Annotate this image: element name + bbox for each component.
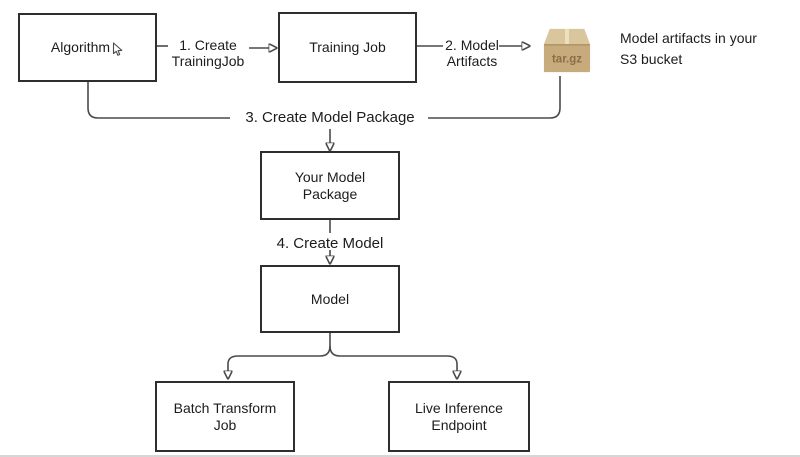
connector-to-batch-transform <box>228 345 331 371</box>
node-algorithm: Algorithm <box>18 13 157 82</box>
node-your-model-package: Your Model Package <box>260 151 400 220</box>
edge-label-create-model: 4. Create Model <box>276 235 384 252</box>
edge-label-create-training-job: 1. Create TrainingJob <box>171 37 245 69</box>
tar-gz-package-icon: tar.gz <box>543 28 591 73</box>
node-training-job-label: Training Job <box>309 39 386 55</box>
node-model-label: Model <box>310 290 350 307</box>
edge-label-model-artifacts: 2. Model Artifacts <box>445 37 499 69</box>
connector-to-live-inference <box>329 345 457 371</box>
node-batch-transform-job: Batch Transform Job <box>155 381 295 452</box>
bottom-edge-strip <box>0 455 800 457</box>
node-batch-transform-job-label: Batch Transform Job <box>173 399 277 433</box>
node-algorithm-label: Algorithm <box>50 39 111 55</box>
s3-bucket-note: Model artifacts in your S3 bucket <box>620 30 757 67</box>
connector-algorithm-to-label3 <box>87 82 230 119</box>
connector-tar-gz-to-label3 <box>428 76 561 119</box>
node-live-inference-endpoint-label: Live Inference Endpoint <box>415 399 503 433</box>
node-model: Model <box>260 265 400 333</box>
node-live-inference-endpoint: Live Inference Endpoint <box>388 381 530 452</box>
tar-gz-label: tar.gz <box>552 54 582 66</box>
node-your-model-package-label: Your Model Package <box>294 168 366 202</box>
edge-label-create-model-package: 3. Create Model Package <box>245 109 415 126</box>
node-training-job: Training Job <box>278 12 417 83</box>
mouse-cursor-icon <box>113 41 123 56</box>
